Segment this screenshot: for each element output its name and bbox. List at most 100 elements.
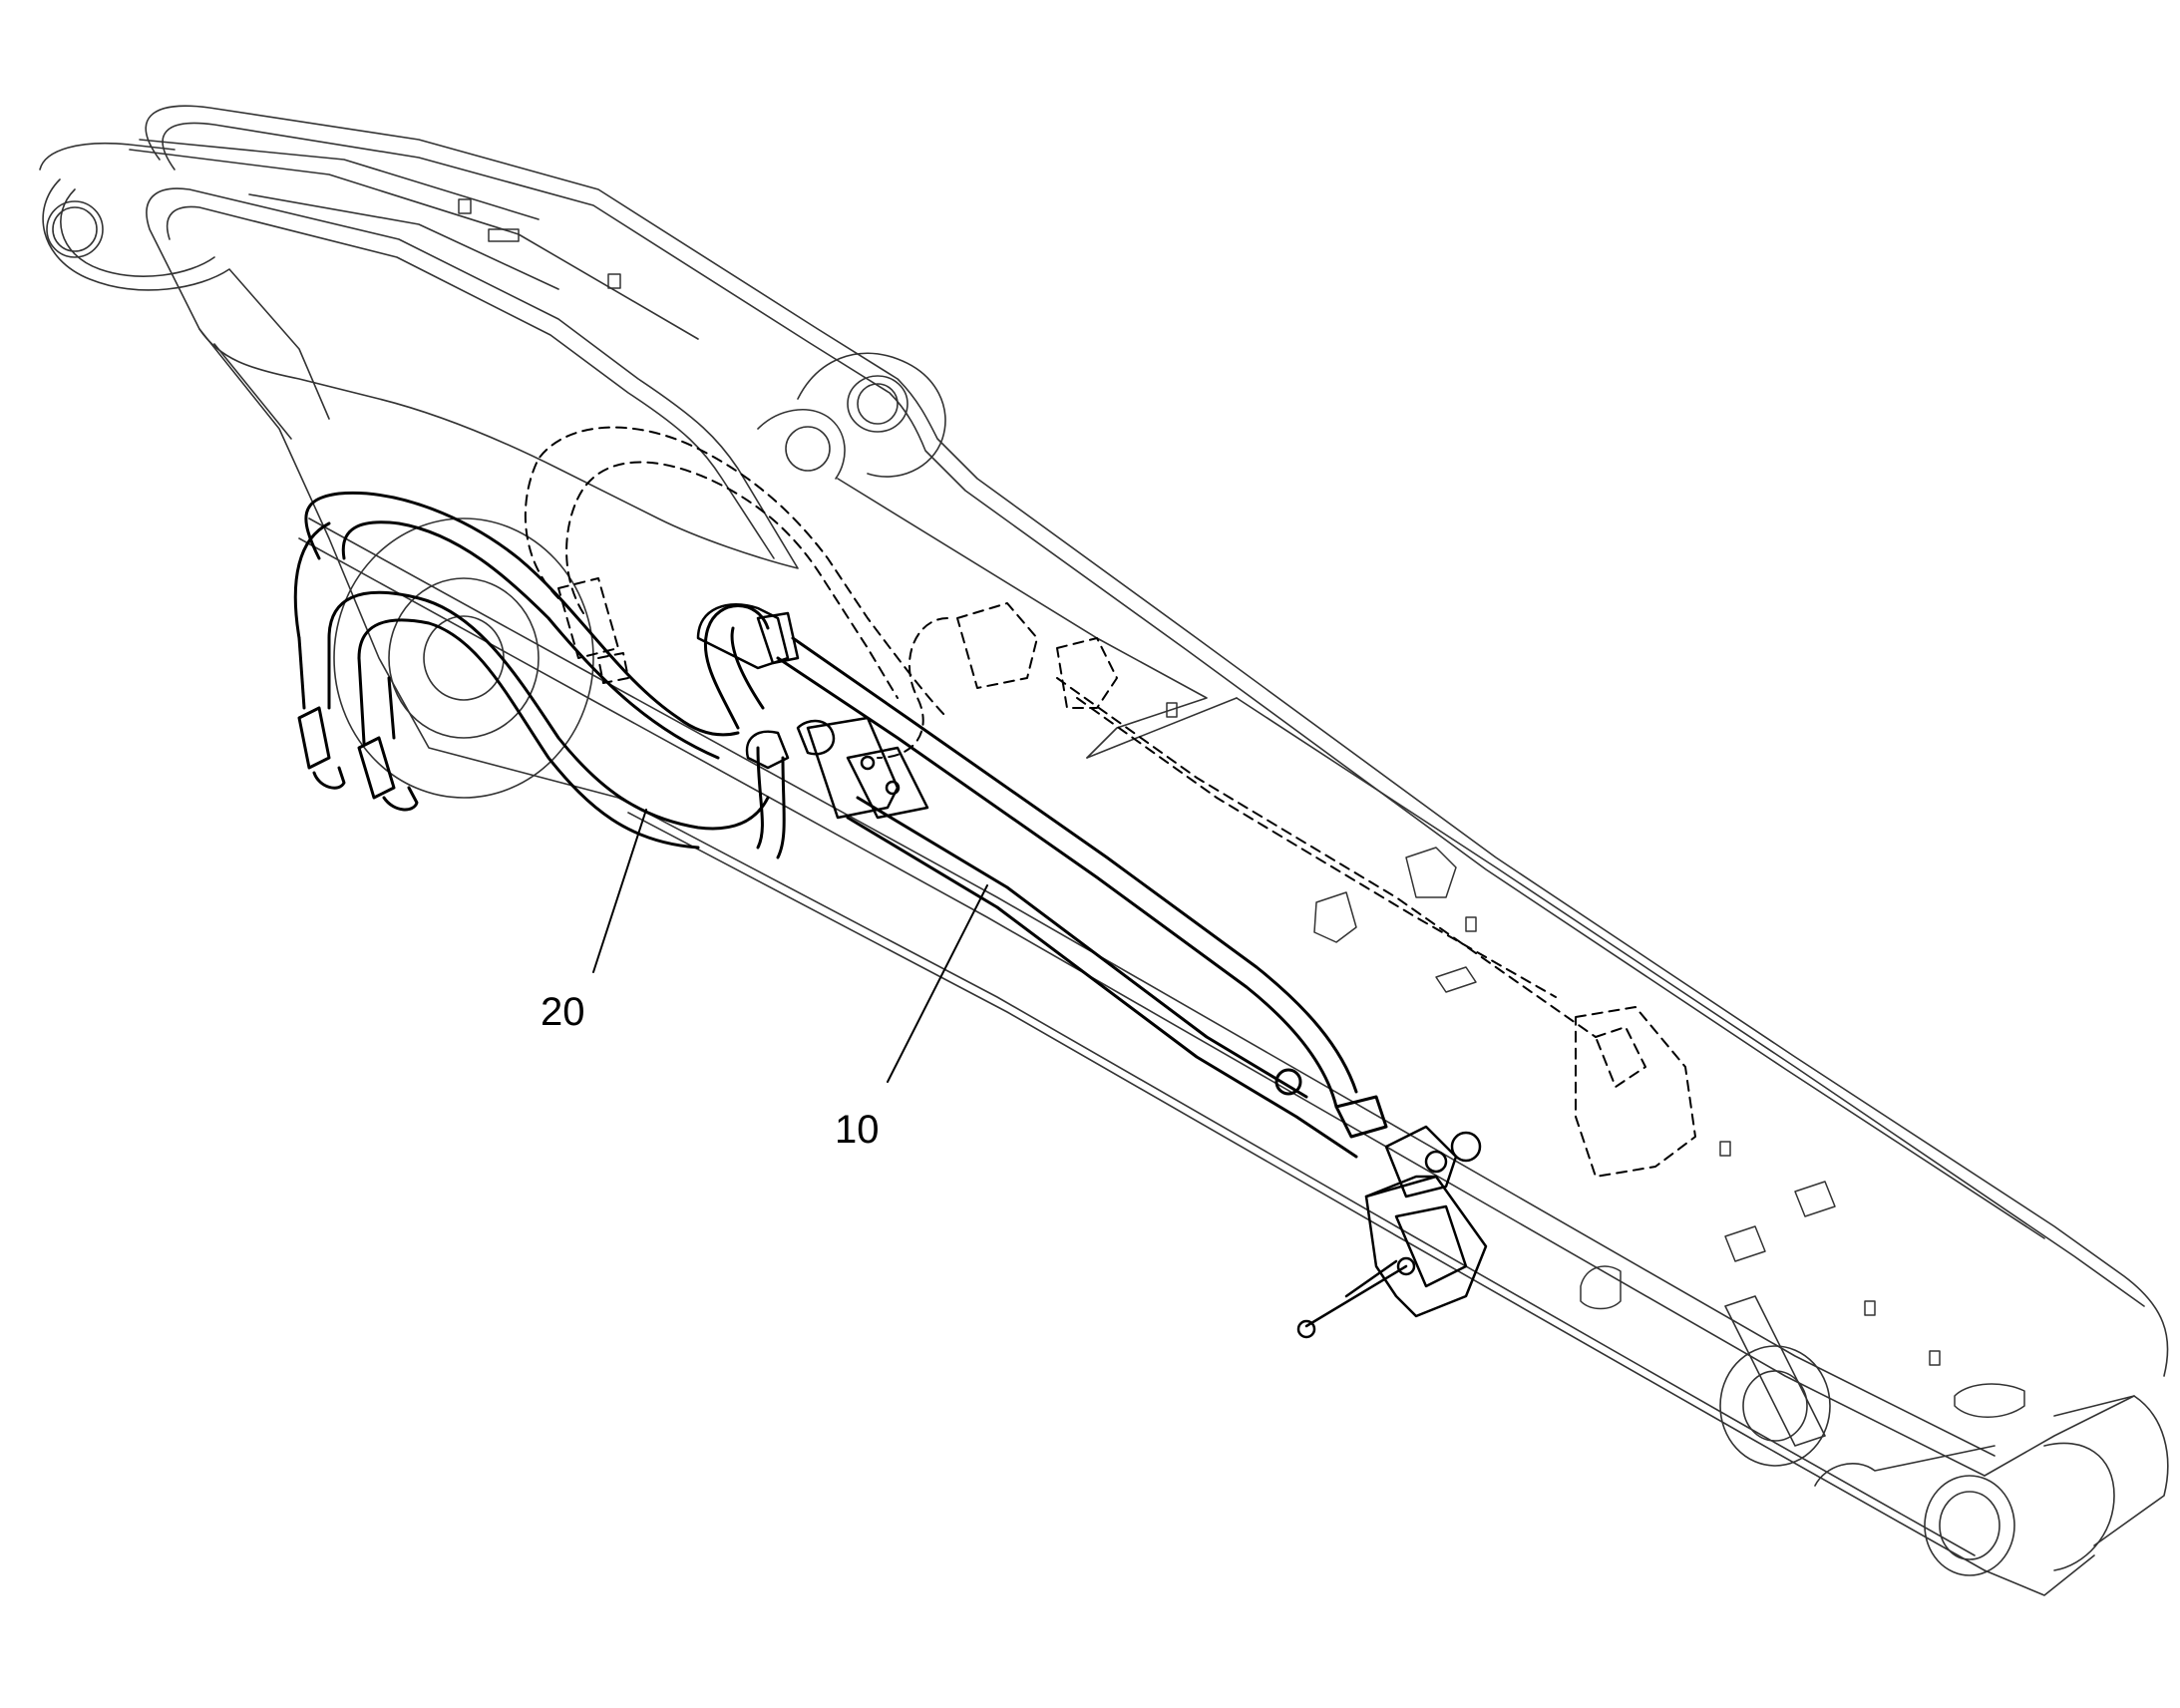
boom-bottom-edge-1 bbox=[308, 517, 1996, 1457]
hose-20-lower-loop-2 bbox=[357, 618, 700, 850]
boom-right-end-face bbox=[1984, 1395, 2135, 1477]
boom-mid-bracket-2 bbox=[757, 409, 846, 480]
boom-structure bbox=[39, 105, 2169, 1596]
boom-window-outline-inner bbox=[166, 205, 775, 559]
hose-20-right-u-2 bbox=[776, 756, 786, 859]
leader-line-10 bbox=[887, 884, 988, 1083]
elbow-fitting-1 bbox=[696, 603, 790, 670]
hose-20-drop-a bbox=[297, 636, 306, 710]
leader-line-20 bbox=[592, 809, 647, 973]
swivel-fitting bbox=[796, 719, 836, 756]
pin-hole-left bbox=[46, 200, 104, 258]
pad-3 bbox=[1435, 966, 1477, 993]
boom-lower-structure bbox=[198, 328, 619, 799]
valve-body-top bbox=[1364, 1175, 1438, 1198]
pin-boss-mid-lower bbox=[785, 426, 831, 472]
pin-stud-5 bbox=[1864, 1300, 1876, 1316]
hose-20-outer-a bbox=[304, 491, 740, 737]
hidden-hose-clamp bbox=[557, 577, 619, 659]
elbow-fitting-2 bbox=[756, 611, 800, 665]
pad-6 bbox=[1580, 1265, 1622, 1310]
valve-lever bbox=[1344, 1259, 1398, 1298]
pin-bosses bbox=[46, 200, 2015, 1576]
pin-boss-right bbox=[1719, 1345, 1831, 1467]
valve-upper-block bbox=[1384, 1125, 1458, 1198]
pin-boss-lower-ring bbox=[388, 577, 540, 739]
pin-stud-2 bbox=[1465, 916, 1477, 932]
boom-left-lobe bbox=[42, 178, 330, 420]
hidden-valve-block-lower bbox=[1575, 1006, 1696, 1178]
pipe-10-end-fitting bbox=[1334, 1095, 1388, 1139]
hose-20-fitting-b-nut bbox=[382, 786, 419, 812]
valve-port bbox=[1424, 1150, 1448, 1174]
boom-bottom-edge-4 bbox=[627, 812, 1986, 1571]
boom-bottom-edge-3 bbox=[617, 797, 1976, 1556]
mounting-pads bbox=[458, 198, 2025, 1418]
pin-stud-7 bbox=[607, 273, 621, 289]
hose-20-outer-b bbox=[293, 521, 331, 640]
valve-handle-knob bbox=[1296, 1319, 1316, 1339]
pin-stud-1 bbox=[1166, 702, 1178, 718]
pipe-10-lower-a bbox=[846, 816, 1358, 1159]
boom-top-flange-3 bbox=[248, 193, 559, 290]
callout-10: 10 bbox=[835, 1108, 880, 1152]
pin-boss-right-inner bbox=[1742, 1370, 1808, 1442]
boom-mid-divider bbox=[1086, 697, 1238, 759]
boom-bottom-edge-2 bbox=[298, 537, 1986, 1477]
elbow-fitting-3 bbox=[745, 730, 790, 770]
pipe-10-lower-b bbox=[856, 796, 1308, 1099]
boom-left-lobe-inner bbox=[60, 188, 215, 277]
pin-end-right bbox=[1924, 1475, 2015, 1576]
clamp-bolt-1 bbox=[860, 755, 876, 771]
hidden-hose-long-2 bbox=[1076, 697, 1557, 998]
valve-body bbox=[1364, 1175, 1488, 1318]
clamp-block bbox=[806, 716, 900, 820]
pin-stud-3 bbox=[1719, 1141, 1731, 1157]
hidden-valve-block-lower-2 bbox=[1595, 1026, 1646, 1088]
hidden-hose-long-1 bbox=[1056, 677, 1597, 1038]
boom-right-side-panel bbox=[1724, 1295, 1826, 1447]
hose-20-fitting-b bbox=[357, 736, 396, 800]
valve-cap bbox=[1450, 1131, 1482, 1163]
pin-hole-left-inner bbox=[52, 206, 98, 252]
pad-2 bbox=[1313, 891, 1357, 943]
pad-1 bbox=[1405, 847, 1457, 898]
hose-20-up-to-valve-2 bbox=[730, 626, 765, 710]
boom-outer-top-edge-inner bbox=[162, 122, 2045, 1239]
valve-bolt bbox=[1396, 1256, 1416, 1276]
pad-4 bbox=[1724, 1225, 1766, 1262]
clamp-block-2 bbox=[846, 746, 929, 820]
hose-assembly-20 bbox=[293, 491, 786, 859]
hidden-hose-upper-loop-2 bbox=[565, 461, 899, 699]
pin-boss-mid-upper bbox=[847, 375, 908, 433]
hidden-valve-block-upper-2 bbox=[1056, 637, 1118, 709]
hose-20-fitting-a bbox=[297, 706, 331, 770]
boom-top-flange-1 bbox=[129, 149, 699, 340]
hose-20-inner-a bbox=[341, 520, 720, 760]
hidden-hose-upper-loop bbox=[524, 426, 948, 719]
hidden-valve-block-upper bbox=[956, 602, 1038, 689]
pin-stud-6 bbox=[458, 198, 472, 214]
boom-right-face-2 bbox=[2043, 1442, 2115, 1571]
hidden-hose-clamp-end bbox=[597, 652, 629, 684]
valve-body-face bbox=[1394, 1204, 1468, 1288]
boom-top-long-edge bbox=[1236, 697, 2145, 1307]
pin-boss-mid-upper-inner bbox=[857, 383, 899, 425]
hidden-hose-to-valve bbox=[877, 617, 948, 759]
pin-stud-8 bbox=[488, 228, 520, 242]
callout-20: 20 bbox=[541, 990, 585, 1034]
boom-top-flange-2 bbox=[139, 139, 540, 220]
valve-handle bbox=[1304, 1264, 1408, 1328]
leader-lines bbox=[592, 809, 988, 1083]
pad-7 bbox=[1954, 1383, 2025, 1418]
pin-boss-lower bbox=[333, 517, 594, 799]
hose-20-lower-loop bbox=[327, 590, 770, 831]
hose-20-drop-c bbox=[357, 656, 366, 745]
boom-right-face-1 bbox=[1814, 1445, 1996, 1487]
upper-fittings bbox=[696, 603, 929, 820]
shutoff-valve bbox=[1296, 1125, 1488, 1339]
pin-end-right-inner bbox=[1939, 1491, 2000, 1560]
boom-right-end-top bbox=[2053, 1395, 2169, 1546]
boom-right-end-bottom bbox=[1984, 1554, 2095, 1596]
